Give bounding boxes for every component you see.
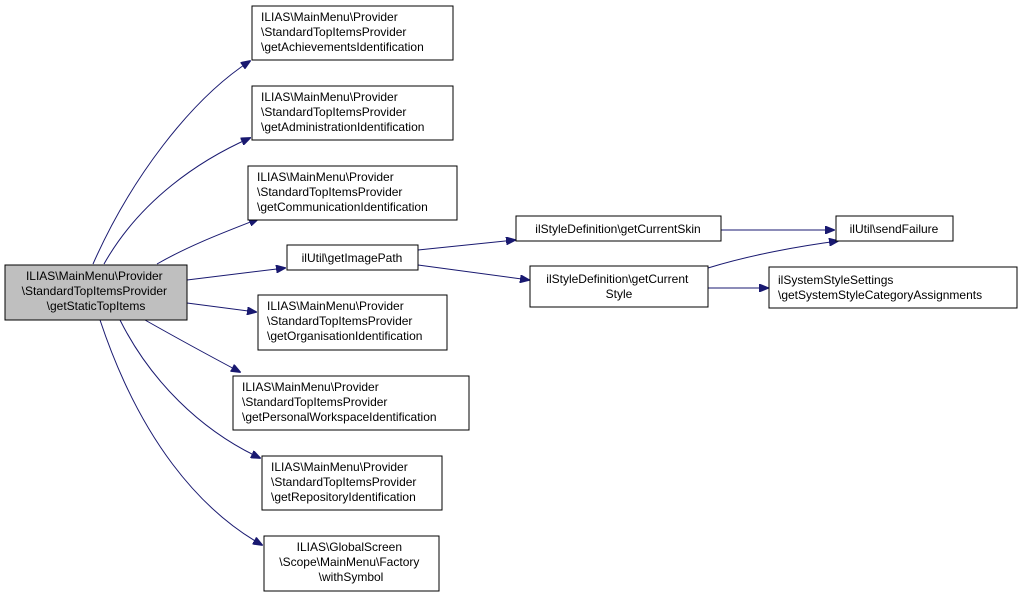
node-root[interactable]: ILIAS\MainMenu\Provider \StandardTopItem…: [4, 264, 188, 321]
node-withsymbol-line-3: \withSymbol: [319, 570, 384, 584]
edge-root-to-withsymbol: [99, 319, 262, 545]
svg-text:ILIAS\MainMenu\Provider: ILIAS\MainMenu\Provider \StandardTopItem…: [22, 269, 171, 313]
node-withsymbol[interactable]: ILIAS\GlobalScreen \Scope\MainMenu\Facto…: [263, 535, 440, 592]
svg-text:ilUtil\getImagePath: ilUtil\getImagePath: [302, 251, 403, 265]
node-currentskin[interactable]: ilStyleDefinition\getCurrentSkin: [515, 215, 722, 242]
node-achievements[interactable]: ILIAS\MainMenu\Provider \StandardTopItem…: [251, 5, 454, 61]
edge-root-to-personal: [144, 319, 240, 372]
edge-root-to-achievements: [92, 61, 250, 265]
node-administration-line-3: \getAdministrationIdentification: [261, 120, 424, 134]
node-organisation-line-3: \getOrganisationIdentification: [267, 329, 422, 343]
node-repository-line-2: \StandardTopItemsProvider: [271, 475, 416, 489]
edge-root-to-administration: [103, 138, 250, 265]
node-administration-line-2: \StandardTopItemsProvider: [261, 105, 406, 119]
svg-text:ILIAS\GlobalScreen \Scop: ILIAS\GlobalScreen \Scope\MainMenu\Facto…: [279, 540, 422, 584]
node-imagepath-line-1: ilUtil\getImagePath: [302, 251, 403, 265]
node-repository-line-1: ILIAS\MainMenu\Provider: [271, 460, 408, 474]
node-currentstyle[interactable]: ilStyleDefinition\getCurrent Style: [529, 265, 709, 308]
svg-text:ILIAS\MainMenu\Provider: ILIAS\MainMenu\Provider \StandardTopItem…: [242, 380, 437, 424]
node-communication-line-2: \StandardTopItemsProvider: [257, 185, 402, 199]
edge-root-to-organisation: [186, 302, 256, 312]
node-withsymbol-line-2: \Scope\MainMenu\Factory: [279, 555, 419, 569]
node-currentskin-line-1: ilStyleDefinition\getCurrentSkin: [535, 222, 700, 236]
node-sendfailure[interactable]: ilUtil\sendFailure: [835, 215, 954, 242]
node-administration-line-1: ILIAS\MainMenu\Provider: [261, 90, 398, 104]
node-organisation[interactable]: ILIAS\MainMenu\Provider \StandardTopItem…: [257, 294, 448, 351]
edges: [92, 61, 838, 545]
node-organisation-line-2: \StandardTopItemsProvider: [267, 314, 412, 328]
node-personal-line-3: \getPersonalWorkspaceIdentification: [242, 410, 437, 424]
node-personal[interactable]: ILIAS\MainMenu\Provider \StandardTopItem…: [232, 375, 470, 431]
node-categoryassign-line-2: \getSystemStyleCategoryAssignments: [778, 288, 982, 302]
svg-text:ILIAS\MainMenu\Provider: ILIAS\MainMenu\Provider \StandardTopItem…: [261, 10, 424, 54]
node-currentstyle-line-1: ilStyleDefinition\getCurrent: [546, 272, 689, 286]
edge-imagepath-to-currentstyle: [417, 264, 529, 280]
svg-text:ILIAS\MainMenu\Provider: ILIAS\MainMenu\Provider \StandardTopItem…: [261, 90, 424, 134]
node-root-line-2: \StandardTopItemsProvider: [22, 284, 167, 298]
svg-text:ilStyleDefinition\getCurrent: ilStyleDefinition\getCurrent Style: [546, 272, 691, 301]
node-personal-line-1: ILIAS\MainMenu\Provider: [242, 380, 379, 394]
edge-root-to-repository: [119, 319, 260, 458]
node-categoryassign[interactable]: ilSystemStyleSettings \getSystemStyleCat…: [768, 266, 1018, 309]
svg-text:ilStyleDefinition\getCurrentSk: ilStyleDefinition\getCurrentSkin: [535, 222, 700, 236]
node-repository-line-3: \getRepositoryIdentification: [271, 490, 416, 504]
node-withsymbol-line-1: ILIAS\GlobalScreen: [297, 540, 402, 554]
node-root-line-3: \getStaticTopItems: [47, 299, 146, 313]
svg-text:ilSystemStyleSettings \g: ilSystemStyleSettings \getSystemStyleCat…: [778, 273, 982, 302]
svg-text:ILIAS\MainMenu\Provider: ILIAS\MainMenu\Provider \StandardTopItem…: [271, 460, 420, 504]
node-personal-line-2: \StandardTopItemsProvider: [242, 395, 387, 409]
svg-text:ILIAS\MainMenu\Provider: ILIAS\MainMenu\Provider \StandardTopItem…: [267, 299, 422, 343]
node-root-line-1: ILIAS\MainMenu\Provider: [26, 269, 163, 283]
node-sendfailure-line-1: ilUtil\sendFailure: [850, 222, 939, 236]
node-imagepath[interactable]: ilUtil\getImagePath: [286, 244, 419, 271]
edge-currentstyle-to-sendfailure: [707, 241, 838, 269]
node-communication-line-3: \getCommunicationIdentification: [257, 200, 428, 214]
edge-root-to-communication: [156, 219, 258, 265]
svg-text:ilUtil\sendFailure: ilUtil\sendFailure: [850, 222, 939, 236]
node-repository[interactable]: ILIAS\MainMenu\Provider \StandardTopItem…: [261, 455, 443, 511]
svg-text:ILIAS\MainMenu\Provider: ILIAS\MainMenu\Provider \StandardTopItem…: [257, 170, 428, 214]
node-organisation-line-1: ILIAS\MainMenu\Provider: [267, 299, 404, 313]
edge-root-to-imagepath: [186, 268, 285, 281]
node-achievements-line-3: \getAchievementsIdentification: [261, 40, 424, 54]
node-achievements-line-2: \StandardTopItemsProvider: [261, 25, 406, 39]
edge-imagepath-to-currentskin: [417, 240, 515, 251]
node-communication-line-1: ILIAS\MainMenu\Provider: [257, 170, 394, 184]
node-currentstyle-line-2: Style: [606, 287, 633, 301]
node-communication[interactable]: ILIAS\MainMenu\Provider \StandardTopItem…: [247, 165, 458, 221]
node-administration[interactable]: ILIAS\MainMenu\Provider \StandardTopItem…: [251, 85, 454, 141]
node-achievements-line-1: ILIAS\MainMenu\Provider: [261, 10, 398, 24]
node-categoryassign-line-1: ilSystemStyleSettings: [778, 273, 893, 287]
